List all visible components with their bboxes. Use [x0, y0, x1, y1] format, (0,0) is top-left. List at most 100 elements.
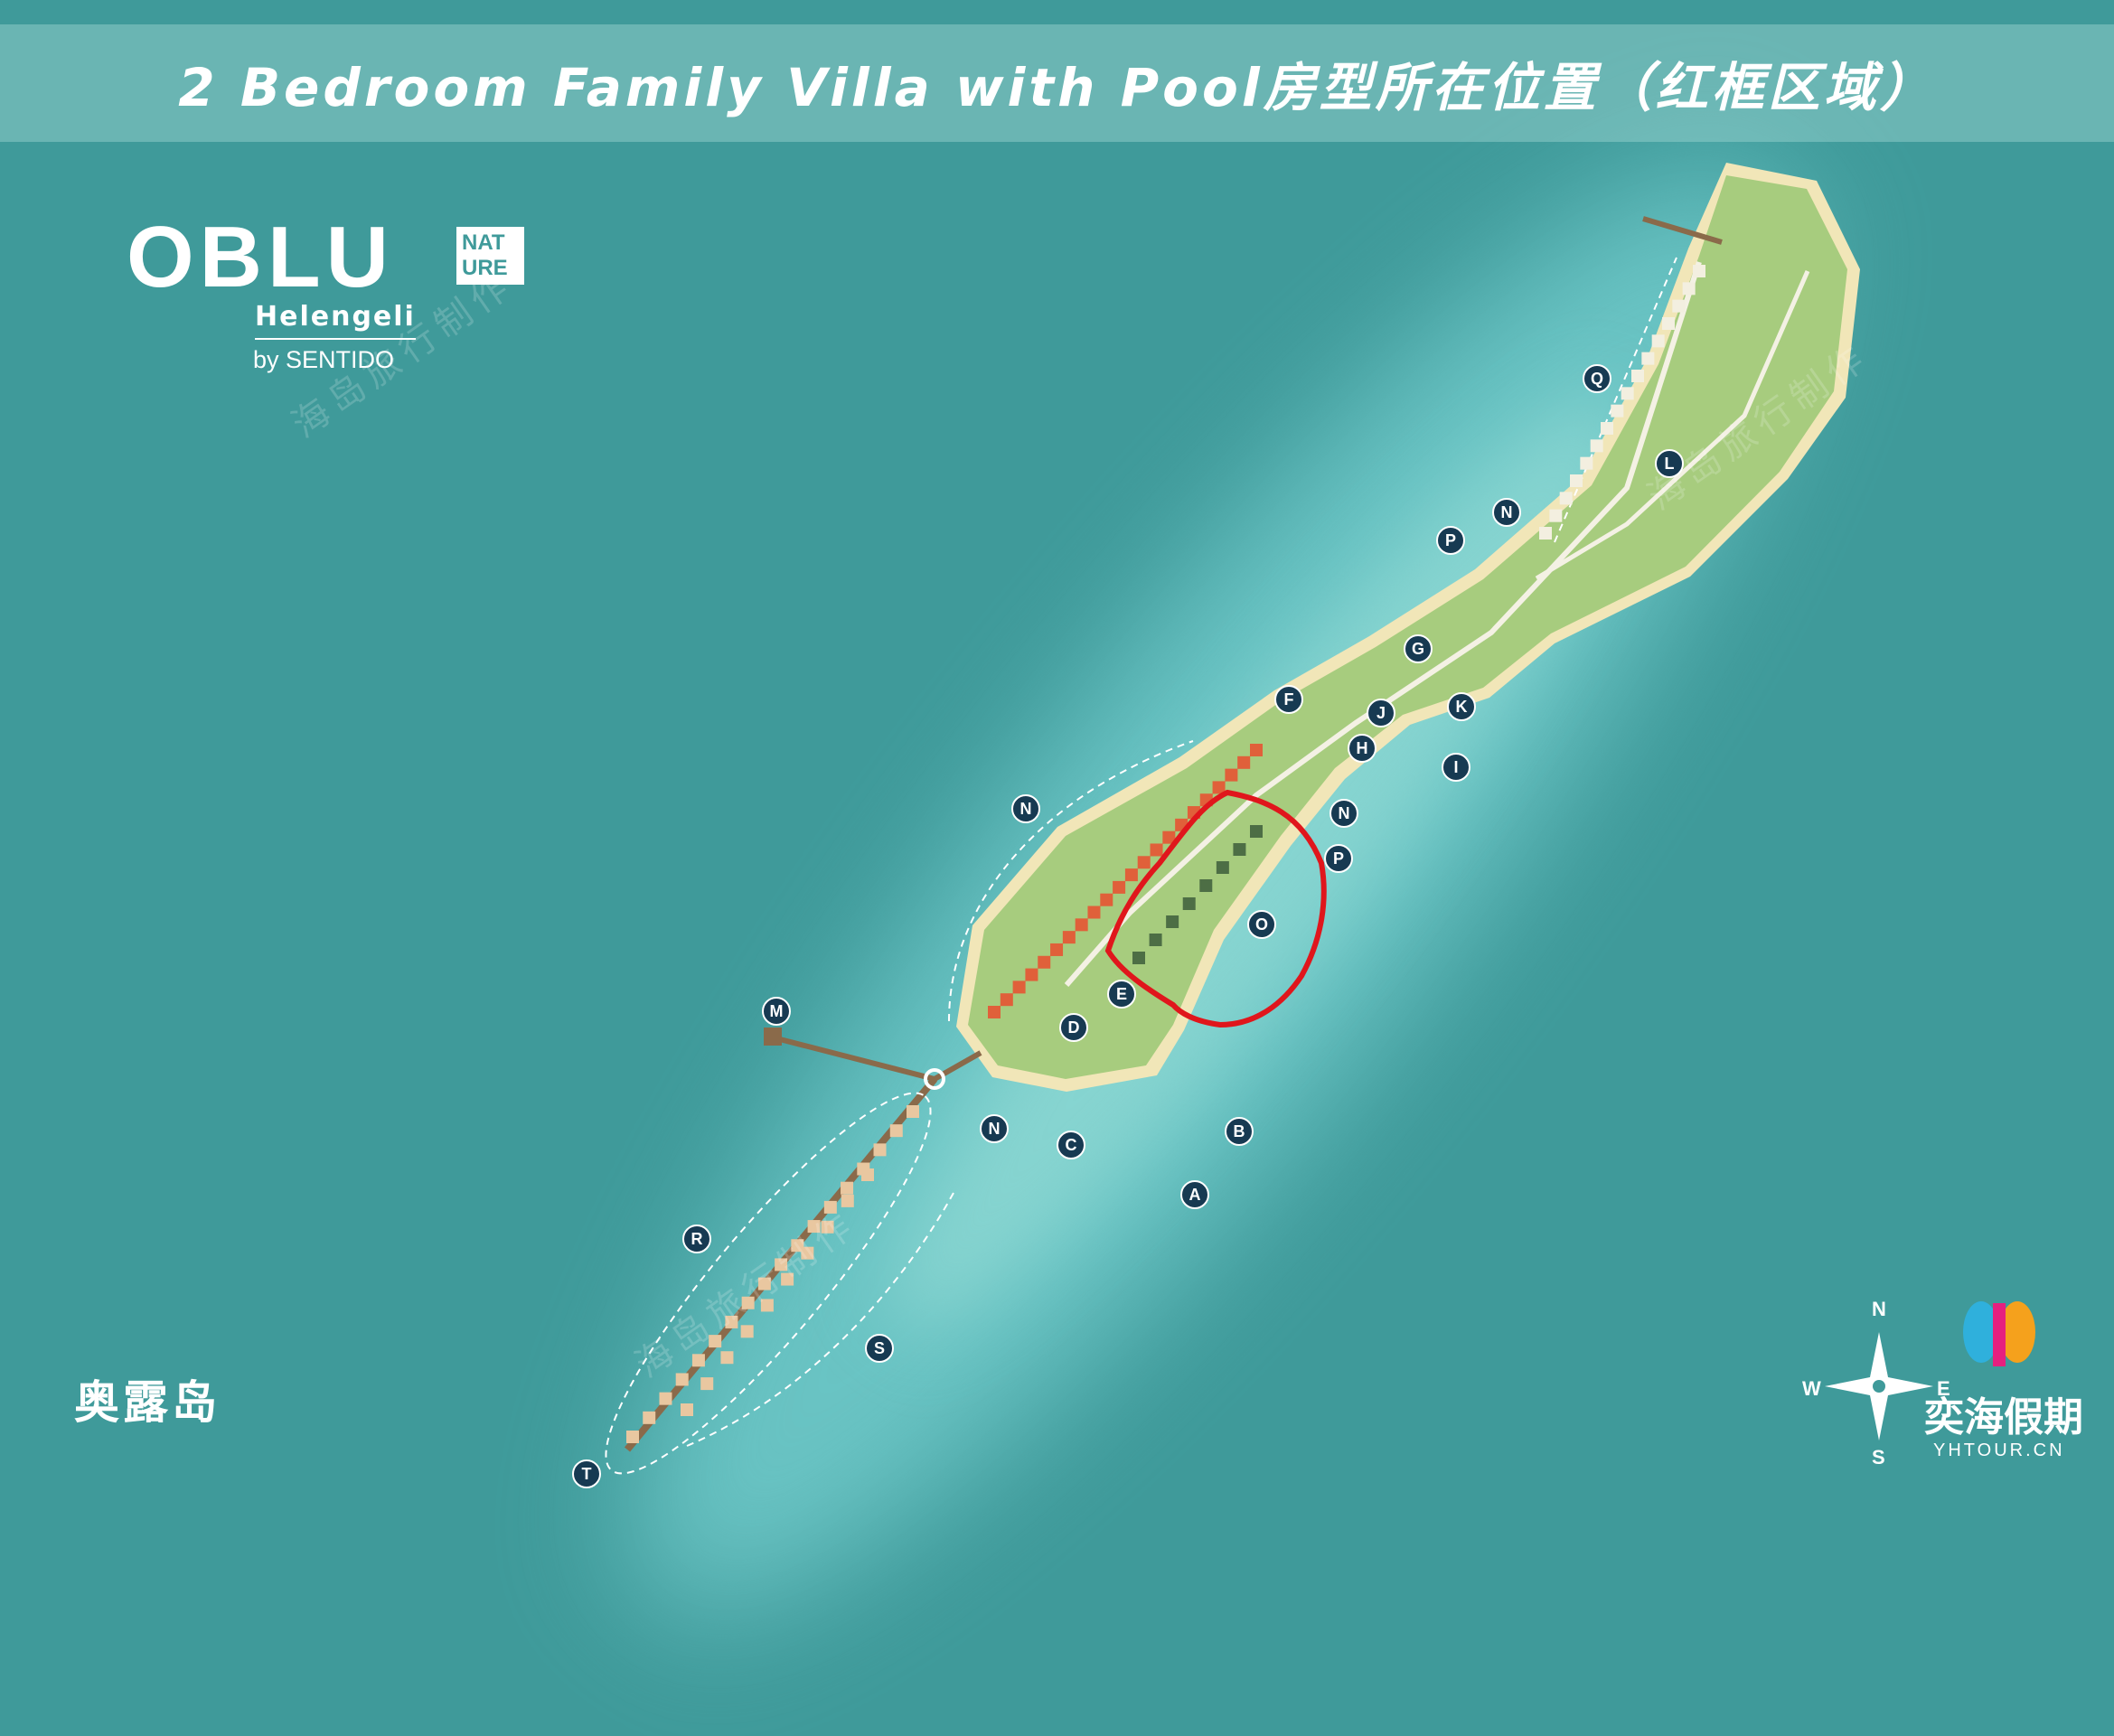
island-name: 奥露岛 [74, 1376, 221, 1429]
map-marker[interactable]: I [1442, 753, 1470, 782]
resort-map [605, 163, 1860, 1475]
jetty-junction [924, 1068, 945, 1090]
water-villa [841, 1181, 854, 1195]
island-path [1064, 261, 1702, 987]
map-marker[interactable]: M [762, 997, 791, 1026]
map-marker[interactable]: N [1329, 799, 1358, 828]
beach-villa [1075, 918, 1088, 932]
beach-villa [1693, 265, 1705, 277]
logo-byline: by SENTIDO [253, 346, 395, 373]
villas-group [626, 265, 1705, 1443]
map-marker[interactable]: R [682, 1225, 711, 1253]
water-villa [801, 1246, 814, 1260]
water-villa [741, 1296, 755, 1309]
family-pool-villa [1166, 915, 1179, 928]
water-villa [907, 1105, 919, 1118]
water-villa [659, 1392, 672, 1405]
beach-villa [1611, 404, 1624, 418]
map-marker[interactable]: G [1404, 634, 1433, 663]
beach-villa [1137, 856, 1151, 869]
map-marker[interactable]: B [1225, 1117, 1254, 1146]
compass-w: W [1802, 1377, 1821, 1400]
beach-villa [1025, 968, 1038, 981]
map-marker[interactable]: P [1324, 844, 1353, 873]
water-villa [781, 1272, 794, 1286]
zone-r [605, 1092, 932, 1475]
water-villa [725, 1315, 738, 1328]
beach-villa [1038, 955, 1051, 969]
map-marker[interactable]: L [1655, 449, 1684, 478]
oblu-logo: OBLU NAT URE Helengeli by SENTIDO [127, 214, 524, 373]
page-title: 2 Bedroom Family Villa with Pool房型所在位置（红… [178, 57, 1936, 118]
family-pool-villa [1216, 861, 1229, 874]
map-marker[interactable]: T [572, 1459, 601, 1488]
logo-badge: NAT URE [456, 227, 524, 285]
family-pool-villa [1182, 897, 1196, 910]
family-icon [1963, 1301, 2035, 1366]
water-villa [889, 1124, 903, 1138]
beach-villa [1559, 492, 1573, 505]
map-marker[interactable]: N [1011, 794, 1040, 823]
water-villa [873, 1143, 887, 1157]
beach-villa [1651, 334, 1665, 348]
water-villa [720, 1351, 734, 1365]
jetty-m [775, 1036, 935, 1082]
island-path-2 [1535, 269, 1810, 581]
badge-line-1: NAT [462, 230, 505, 255]
beach-villa [1662, 317, 1675, 330]
beach-villa [1124, 868, 1138, 882]
water-villa [821, 1220, 834, 1234]
map-marker[interactable]: H [1348, 734, 1376, 763]
badge-line-2: URE [462, 256, 508, 280]
compass-n: N [1872, 1298, 1886, 1320]
beach-villa [988, 1006, 1001, 1018]
beach-villa [1631, 370, 1644, 382]
family-pool-villa [1132, 952, 1145, 964]
map-marker[interactable]: D [1059, 1013, 1088, 1042]
map-marker[interactable]: K [1447, 692, 1476, 721]
beach-villa [1539, 527, 1552, 540]
water-villa [675, 1373, 689, 1386]
compass-s: S [1872, 1446, 1885, 1469]
beach-villa [1113, 880, 1126, 894]
water-villa [740, 1325, 754, 1338]
beach-villa [1100, 893, 1113, 906]
water-villa [626, 1431, 639, 1443]
zone-n-west [948, 740, 1194, 1022]
beach-villa [1570, 474, 1583, 487]
water-villa [700, 1377, 714, 1391]
map-marker[interactable]: O [1247, 910, 1276, 939]
beach-villa [1162, 830, 1176, 844]
title-bar: 2 Bedroom Family Villa with Pool房型所在位置（红… [0, 24, 2114, 142]
map-marker[interactable]: S [865, 1334, 894, 1363]
map-marker[interactable]: Q [1583, 364, 1611, 393]
family-pool-villa [1199, 879, 1213, 892]
beach-villa [1062, 931, 1076, 944]
map-marker[interactable]: P [1436, 526, 1465, 555]
beach-villa [1237, 755, 1251, 769]
map-marker[interactable]: F [1274, 685, 1303, 714]
water-villa [757, 1277, 771, 1290]
map-marker[interactable]: N [980, 1114, 1009, 1143]
map-marker[interactable]: N [1492, 498, 1521, 527]
water-villa [807, 1220, 821, 1234]
family-pool-villa [1149, 934, 1162, 946]
water-villa [861, 1168, 874, 1181]
brand-name-en: YHTOUR.CN [1933, 1440, 2065, 1460]
beach-villa [1050, 943, 1064, 956]
map-marker[interactable]: A [1180, 1180, 1209, 1209]
water-villa [643, 1411, 656, 1424]
logo-subtitle: Helengeli [255, 301, 416, 340]
map-marker[interactable]: C [1057, 1131, 1085, 1159]
brand-logo: N E S W 奕海假期 YHTOUR.CN [1798, 1287, 2087, 1469]
beach-villa [1590, 439, 1603, 453]
beach-villa [1012, 981, 1026, 994]
zone-q [1554, 257, 1677, 543]
highlight-region [1104, 789, 1327, 1028]
beach-villa [1672, 299, 1686, 313]
beach-villa [1225, 768, 1238, 782]
map-marker[interactable]: E [1107, 980, 1136, 1009]
map-marker[interactable]: J [1367, 699, 1395, 727]
beach-villa [1212, 781, 1226, 794]
beach-villa [1580, 456, 1593, 470]
